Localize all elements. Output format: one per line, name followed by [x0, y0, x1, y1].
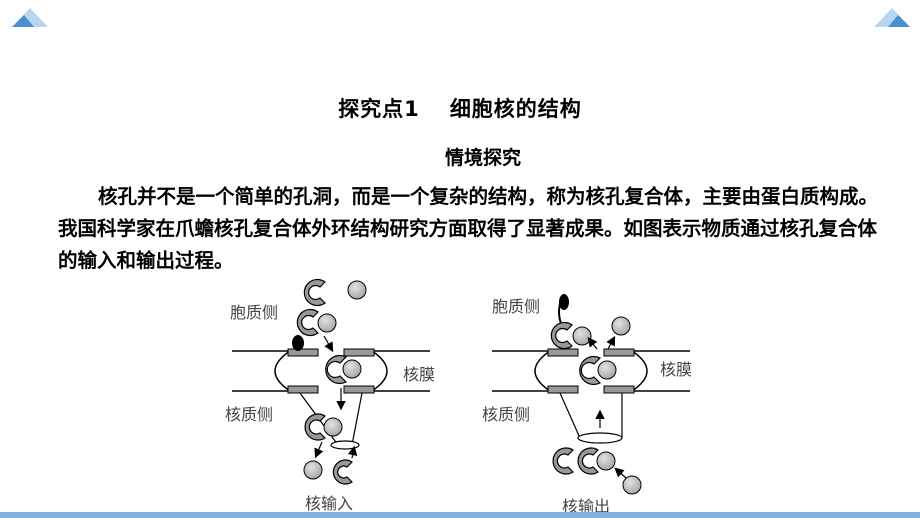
- export-caption: 核输出: [562, 497, 610, 516]
- subtitle: 情境探究: [444, 147, 521, 169]
- export-nucleus-label: 核质侧: [482, 405, 530, 424]
- corner-right-icon: [874, 8, 910, 27]
- export-cytoplasm-label: 胞质侧: [492, 297, 540, 316]
- import-membrane-label: 核膜: [403, 365, 435, 384]
- import-caption: 核输入: [305, 494, 353, 513]
- bottom-accent-bar: [0, 512, 920, 518]
- context-paragraph: 核孔并不是一个简单的孔洞，而是一个复杂的结构，称为核孔复合体，主要由蛋白质构成。…: [58, 185, 879, 272]
- corner-left-icon: [12, 8, 48, 27]
- import-nucleus-label: 核质侧: [225, 405, 273, 424]
- section-heading: 细胞核的结构: [449, 97, 582, 121]
- section-number: 探究点1: [338, 97, 420, 121]
- import-diagram: [232, 278, 430, 485]
- nuclear-pore-diagram: 胞质侧 核膜 核质侧 核输入 胞质侧 核膜 核质侧 核输出: [225, 278, 692, 516]
- import-cytoplasm-label: 胞质侧: [230, 303, 278, 322]
- export-membrane-label: 核膜: [660, 360, 692, 379]
- section-title: 探究点1 细胞核的结构: [0, 93, 920, 123]
- export-diagram: [492, 294, 690, 495]
